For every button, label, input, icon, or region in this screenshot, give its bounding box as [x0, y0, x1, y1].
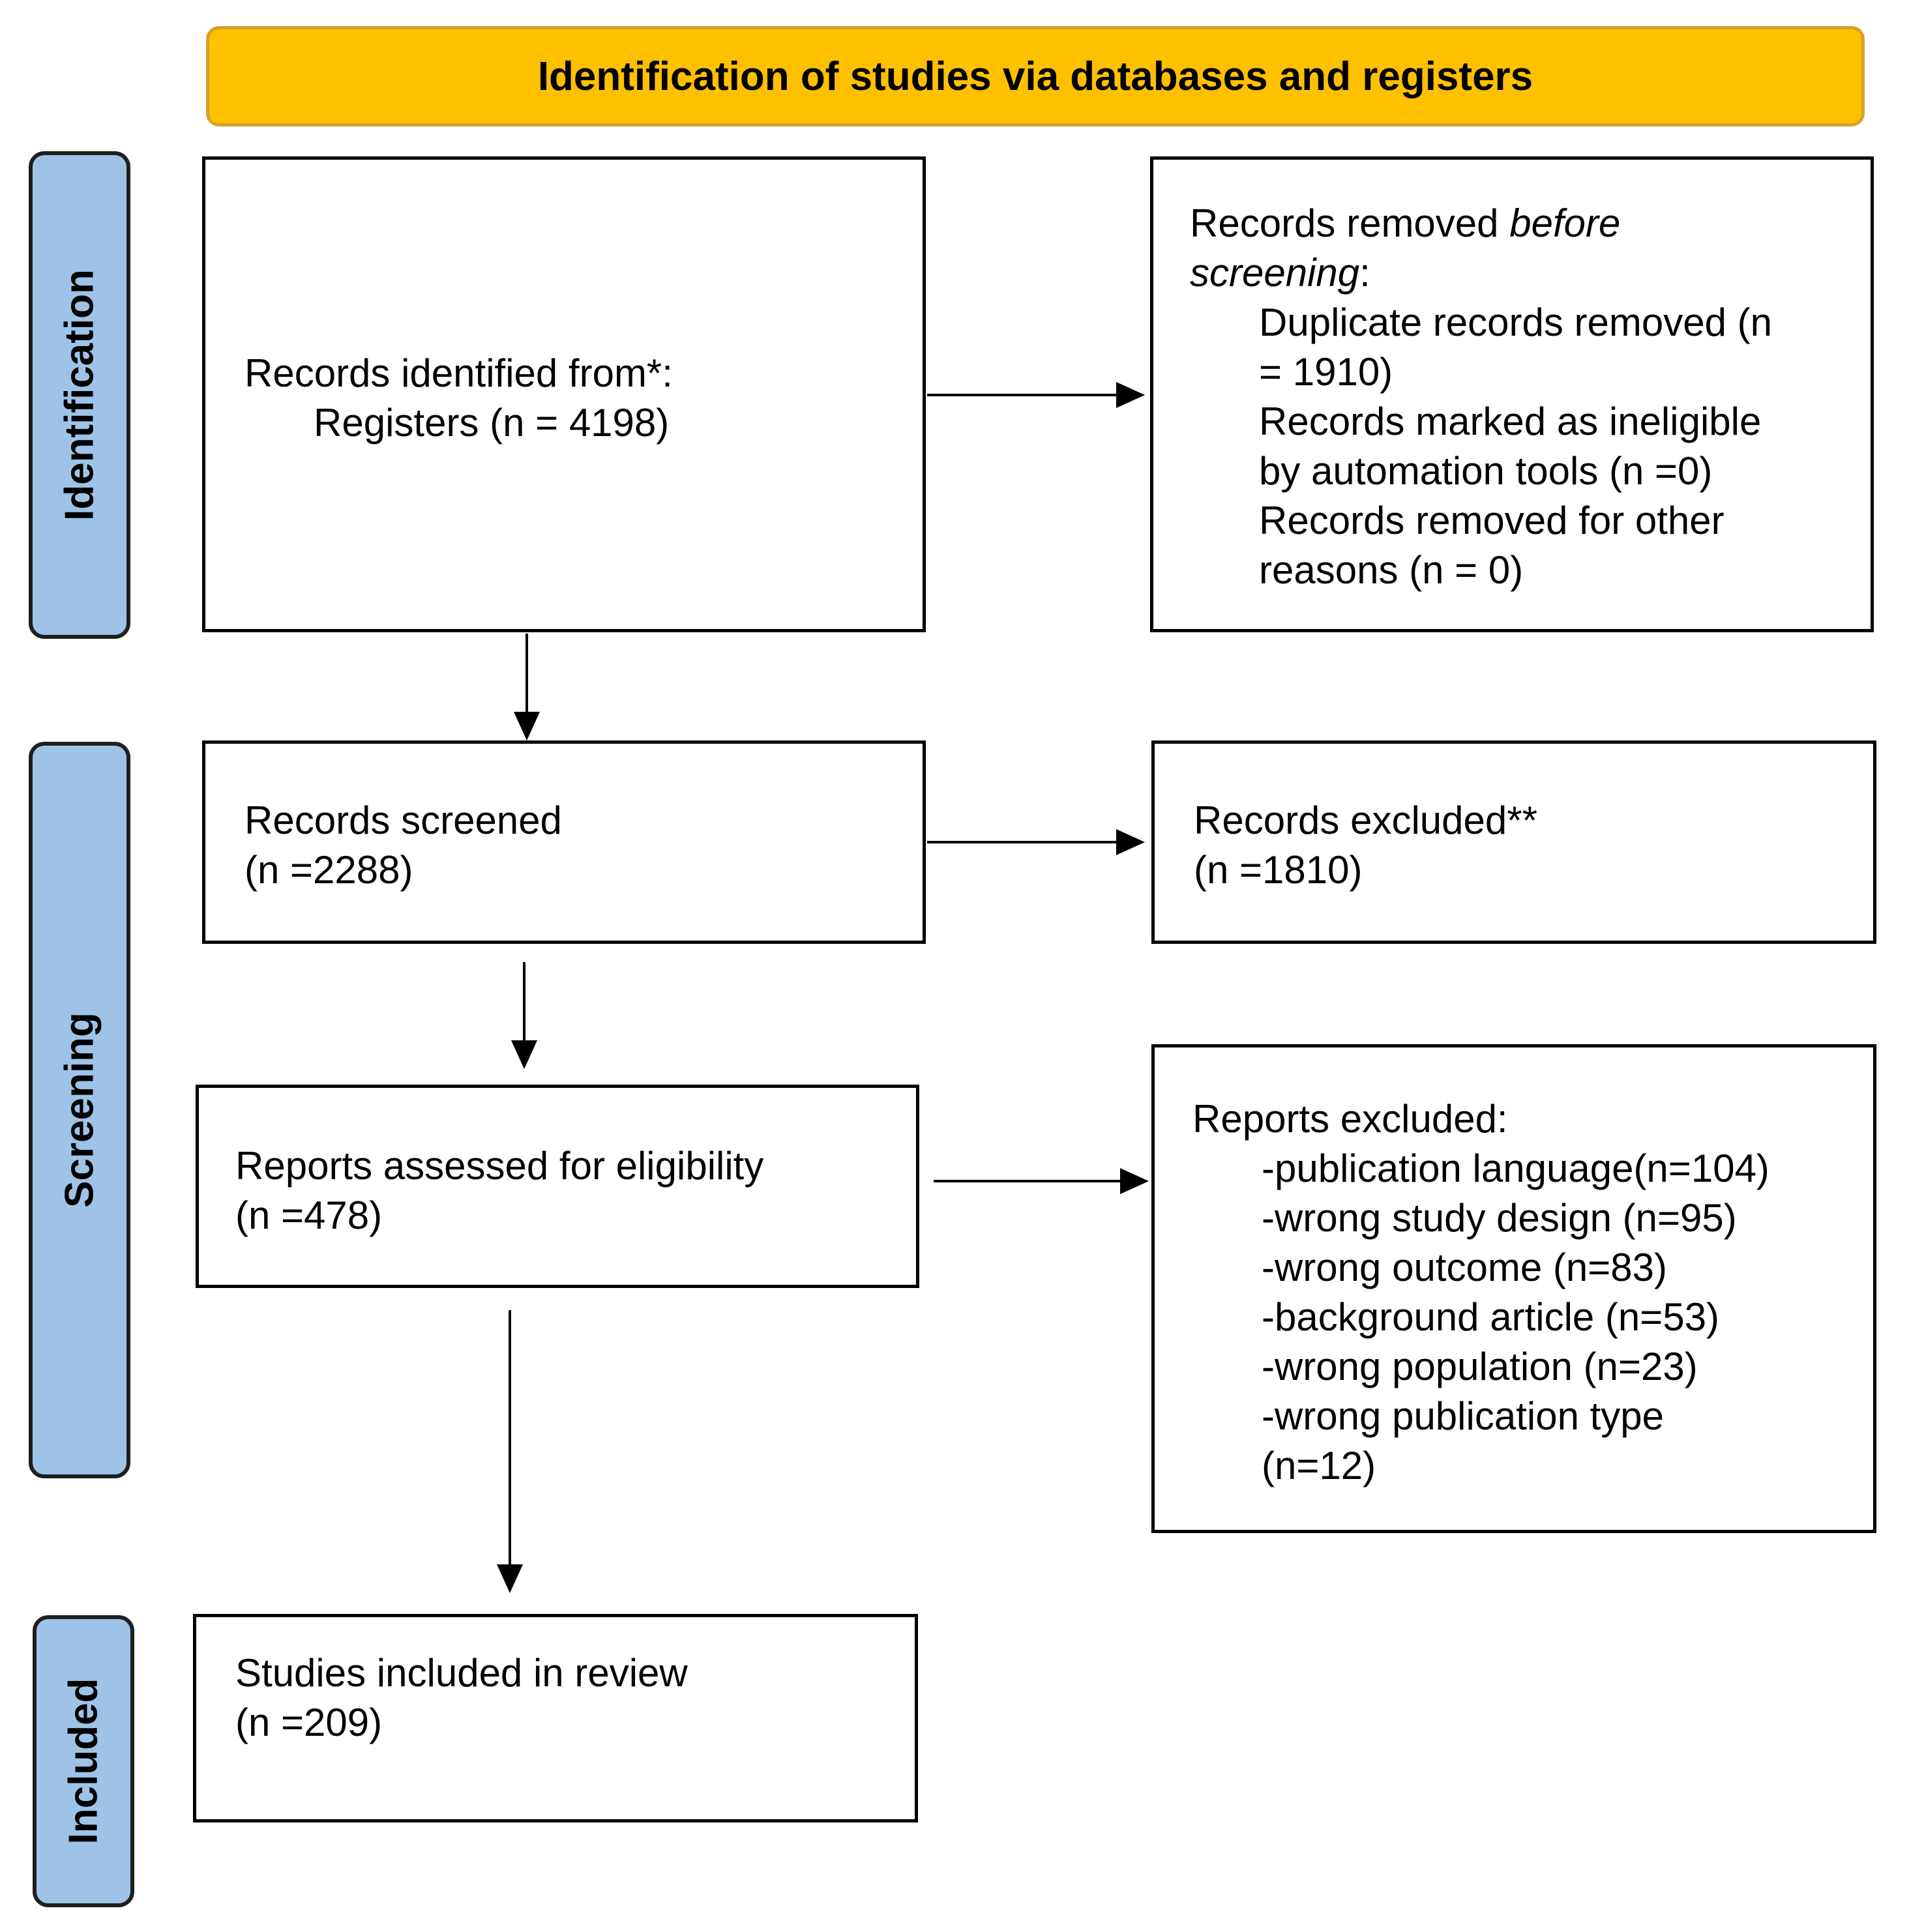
records-removed-item: = 1910)	[1259, 350, 1393, 394]
arrowhead-assessed-to-included	[497, 1564, 523, 1593]
reports-excluded-item: (n=12)	[1262, 1444, 1376, 1487]
reports-excluded-item: -wrong study design (n=95)	[1262, 1196, 1737, 1240]
records-screened-line1: Records screened	[244, 798, 562, 842]
records-screened-box: Records screened (n =2288)	[202, 740, 926, 944]
records-removed-heading-cont: screening:	[1190, 248, 1871, 298]
arrowhead-screened-to-assessed	[511, 1040, 537, 1069]
records-removed-heading-em1: before	[1509, 201, 1621, 245]
reports-assessed-line2: (n =478)	[235, 1193, 383, 1237]
records-screened-line2: (n =2288)	[244, 848, 413, 892]
phase-screening: Screening	[29, 742, 130, 1478]
studies-included-line2: (n =209)	[235, 1701, 383, 1744]
records-excluded-line1: Records excluded**	[1194, 798, 1537, 842]
reports-excluded-item: -wrong population (n=23)	[1262, 1345, 1698, 1388]
reports-assessed-box: Reports assessed for eligibility (n =478…	[196, 1085, 919, 1288]
arrowhead-assessed-to-reports-excluded	[1120, 1168, 1149, 1194]
reports-excluded-item: -publication language(n=104)	[1262, 1147, 1769, 1190]
phase-included: Included	[33, 1615, 134, 1907]
records-removed-item: Records marked as ineligible	[1259, 400, 1762, 443]
header-banner: Identification of studies via databases …	[206, 26, 1865, 126]
studies-included-box: Studies included in review (n =209)	[193, 1614, 918, 1822]
records-excluded-box: Records excluded** (n =1810)	[1151, 740, 1876, 944]
records-removed-item: reasons (n = 0)	[1259, 548, 1524, 592]
phase-identification: Identification	[29, 151, 130, 639]
arrowhead-identified-to-screened	[514, 712, 540, 740]
records-removed-heading-prefix: Records removed	[1190, 201, 1510, 245]
records-removed-heading-suffix: :	[1359, 251, 1370, 295]
records-identified-box: Records identified from*: Registers (n =…	[202, 156, 926, 632]
records-removed-heading-em2: screening	[1190, 251, 1360, 295]
arrowhead-identified-to-removed	[1116, 382, 1145, 408]
arrowhead-screened-to-excluded	[1116, 829, 1145, 855]
records-excluded-line2: (n =1810)	[1194, 848, 1363, 892]
records-identified-line2: Registers (n = 4198)	[314, 401, 670, 445]
reports-excluded-item: -wrong publication type	[1262, 1394, 1665, 1438]
records-removed-heading: Records removed before	[1190, 199, 1871, 248]
studies-included-line1: Studies included in review	[235, 1651, 688, 1695]
header-title: Identification of studies via databases …	[537, 53, 1533, 99]
reports-excluded-heading: Reports excluded:	[1192, 1097, 1508, 1141]
records-removed-box: Records removed before screening: Duplic…	[1150, 156, 1874, 632]
records-identified-line1: Records identified from*:	[244, 351, 673, 395]
records-removed-item: by automation tools (n =0)	[1259, 449, 1713, 493]
reports-assessed-line1: Reports assessed for eligibility	[235, 1144, 764, 1188]
reports-excluded-item: -wrong outcome (n=83)	[1262, 1246, 1667, 1289]
reports-excluded-item: -background article (n=53)	[1262, 1295, 1720, 1339]
records-removed-item: Duplicate records removed (n	[1259, 300, 1773, 344]
records-removed-item: Records removed for other	[1259, 499, 1724, 542]
reports-excluded-box: Reports excluded: -publication language(…	[1151, 1044, 1876, 1533]
